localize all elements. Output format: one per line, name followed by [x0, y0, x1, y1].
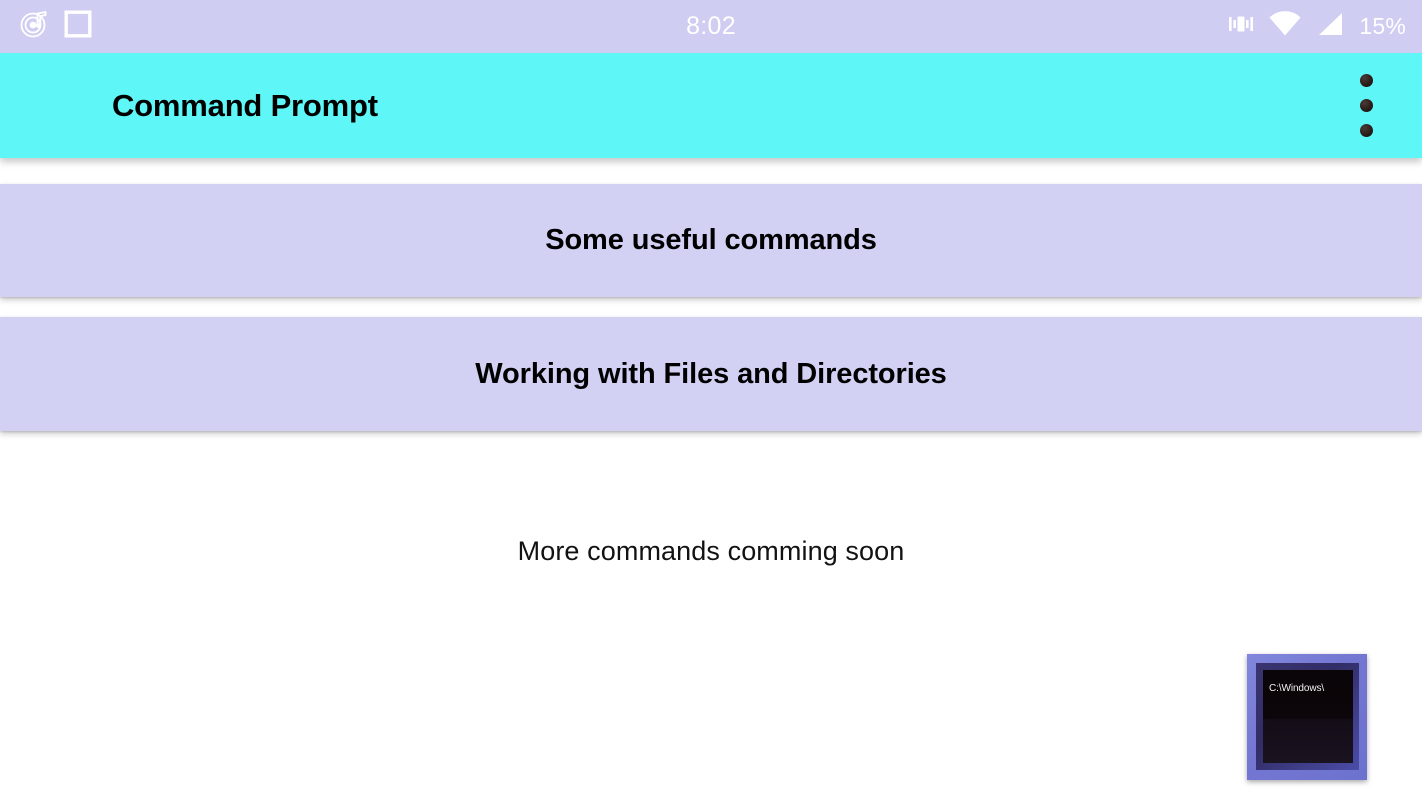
overflow-dot-2	[1359, 99, 1373, 112]
status-bar: 8:02 15%	[0, 0, 1422, 53]
overflow-menu-icon[interactable]	[1346, 53, 1386, 158]
overflow-dot-3	[1359, 124, 1373, 137]
card-label: Some useful commands	[545, 224, 877, 256]
app-bar: Command Prompt	[0, 53, 1422, 158]
vibrate-icon	[1227, 10, 1255, 43]
coming-soon-note: More commands comming soon	[517, 536, 905, 566]
status-bar-left-icons	[20, 0, 92, 53]
music-note-icon	[20, 9, 50, 44]
status-bar-right-icons: 15%	[1227, 0, 1406, 53]
square-outline-icon	[64, 10, 92, 43]
card-label: Working with Files and Directories	[475, 357, 947, 390]
overflow-dot-1	[1359, 74, 1373, 87]
page-title: Command Prompt	[112, 87, 378, 123]
thumbnail-console-screen: C:\Windows\	[1263, 670, 1353, 763]
clock-text: 8:02	[686, 12, 736, 40]
cell-signal-icon	[1315, 10, 1345, 43]
card-working-with-files-and-directories[interactable]: Working with Files and Directories	[0, 317, 1422, 431]
wifi-icon	[1268, 10, 1302, 43]
status-bar-clock: 8:02	[0, 0, 1422, 53]
battery-percent-text: 15%	[1359, 13, 1406, 39]
thumbnail-prompt-text: C:\Windows\	[1269, 683, 1325, 694]
thumbnail-bevel: C:\Windows\	[1256, 663, 1359, 770]
card-some-useful-commands[interactable]: Some useful commands	[0, 184, 1422, 297]
command-prompt-thumbnail[interactable]: C:\Windows\	[1247, 654, 1367, 780]
